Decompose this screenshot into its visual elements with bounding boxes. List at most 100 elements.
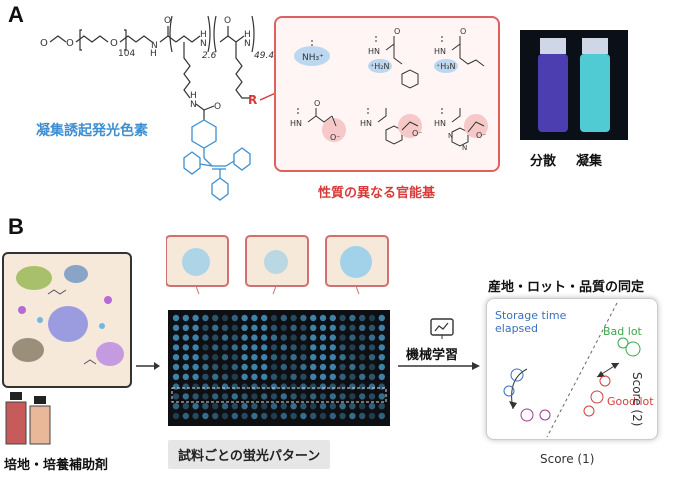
well: [182, 383, 189, 390]
svg-text:HN: HN: [434, 119, 446, 128]
well: [280, 334, 287, 341]
well: [310, 324, 317, 331]
vial-photo: [520, 30, 628, 140]
well: [261, 344, 268, 351]
well: [221, 412, 229, 420]
well: [339, 354, 346, 361]
well: [172, 403, 180, 410]
well: [221, 373, 229, 380]
well: [290, 363, 297, 371]
well: [329, 403, 336, 410]
well: [212, 344, 219, 351]
well: [329, 334, 336, 341]
well: [241, 393, 248, 400]
well: [368, 412, 376, 420]
well: [221, 324, 229, 331]
well: [349, 393, 356, 400]
well: [368, 354, 376, 361]
well: [212, 373, 219, 380]
well: [368, 314, 376, 322]
well: [329, 324, 336, 331]
well: [221, 403, 229, 410]
svg-text:⁺H₃N: ⁺H₃N: [436, 62, 455, 71]
well: [378, 334, 385, 341]
svg-text:O⁻: O⁻: [330, 133, 341, 142]
well: [368, 373, 376, 380]
well: [261, 373, 268, 380]
well: [202, 363, 209, 371]
well: [212, 393, 219, 400]
well: [310, 412, 317, 420]
well: [329, 314, 336, 322]
well: [270, 373, 278, 380]
well: [251, 354, 258, 361]
well: [251, 314, 258, 322]
well: [192, 344, 199, 351]
well: [270, 393, 278, 400]
panel-b-label: B: [8, 214, 24, 239]
well: [241, 403, 248, 410]
well: [192, 373, 199, 380]
well: [339, 324, 346, 331]
well: [349, 354, 356, 361]
well: [270, 324, 278, 331]
well: [231, 373, 238, 380]
well: [172, 314, 180, 322]
well: [192, 334, 199, 341]
well: [368, 363, 376, 371]
well: [300, 344, 307, 351]
well: [359, 403, 366, 410]
svg-text:H: H: [244, 30, 251, 40]
well: [349, 324, 356, 331]
well: [280, 373, 287, 380]
well: [339, 363, 346, 371]
polymer-structure: O O H N O N H O N H N H O: [40, 15, 279, 201]
well: [319, 334, 327, 341]
arrow-right-icon: [398, 362, 480, 370]
well: [202, 393, 209, 400]
well: [270, 334, 278, 341]
svg-text:O⁻: O⁻: [412, 129, 423, 138]
well: [310, 344, 317, 351]
svg-text:O: O: [224, 16, 231, 26]
sample-row-highlight: [171, 387, 387, 403]
well: [231, 314, 238, 322]
well: [300, 354, 307, 361]
svg-text:O: O: [110, 38, 118, 49]
well: [368, 383, 376, 390]
phthaloyl-group-icon: HN O⁻: [360, 108, 423, 145]
vial-dispersed-label: 分散: [530, 154, 557, 169]
well: [231, 324, 238, 331]
monitor-chart-icon: [430, 318, 454, 339]
well: [261, 383, 268, 390]
well: [172, 344, 180, 351]
well: [172, 412, 180, 420]
well: [202, 324, 209, 331]
well: [300, 412, 307, 420]
well: [359, 334, 366, 341]
well: [231, 334, 238, 341]
well: [378, 412, 385, 420]
x-axis-label: Score (1): [540, 452, 595, 466]
aie-dye-label: 凝集誘起発光色素: [36, 123, 148, 139]
well: [182, 354, 189, 361]
well: [182, 363, 189, 371]
well: [339, 393, 346, 400]
well: [339, 383, 346, 390]
well: [202, 412, 209, 420]
well: [251, 383, 258, 390]
svg-text:N: N: [151, 41, 158, 51]
well: [300, 334, 307, 341]
well: [261, 412, 268, 420]
well: [172, 393, 180, 400]
well: [300, 314, 307, 322]
well: [339, 344, 346, 351]
well: [202, 344, 209, 351]
succinyl-group-icon: HN O O⁻: [290, 99, 346, 142]
well: [221, 354, 229, 361]
well: [172, 334, 180, 341]
well: [212, 324, 219, 331]
well: [221, 363, 229, 371]
well: [349, 363, 356, 371]
well: [359, 393, 366, 400]
